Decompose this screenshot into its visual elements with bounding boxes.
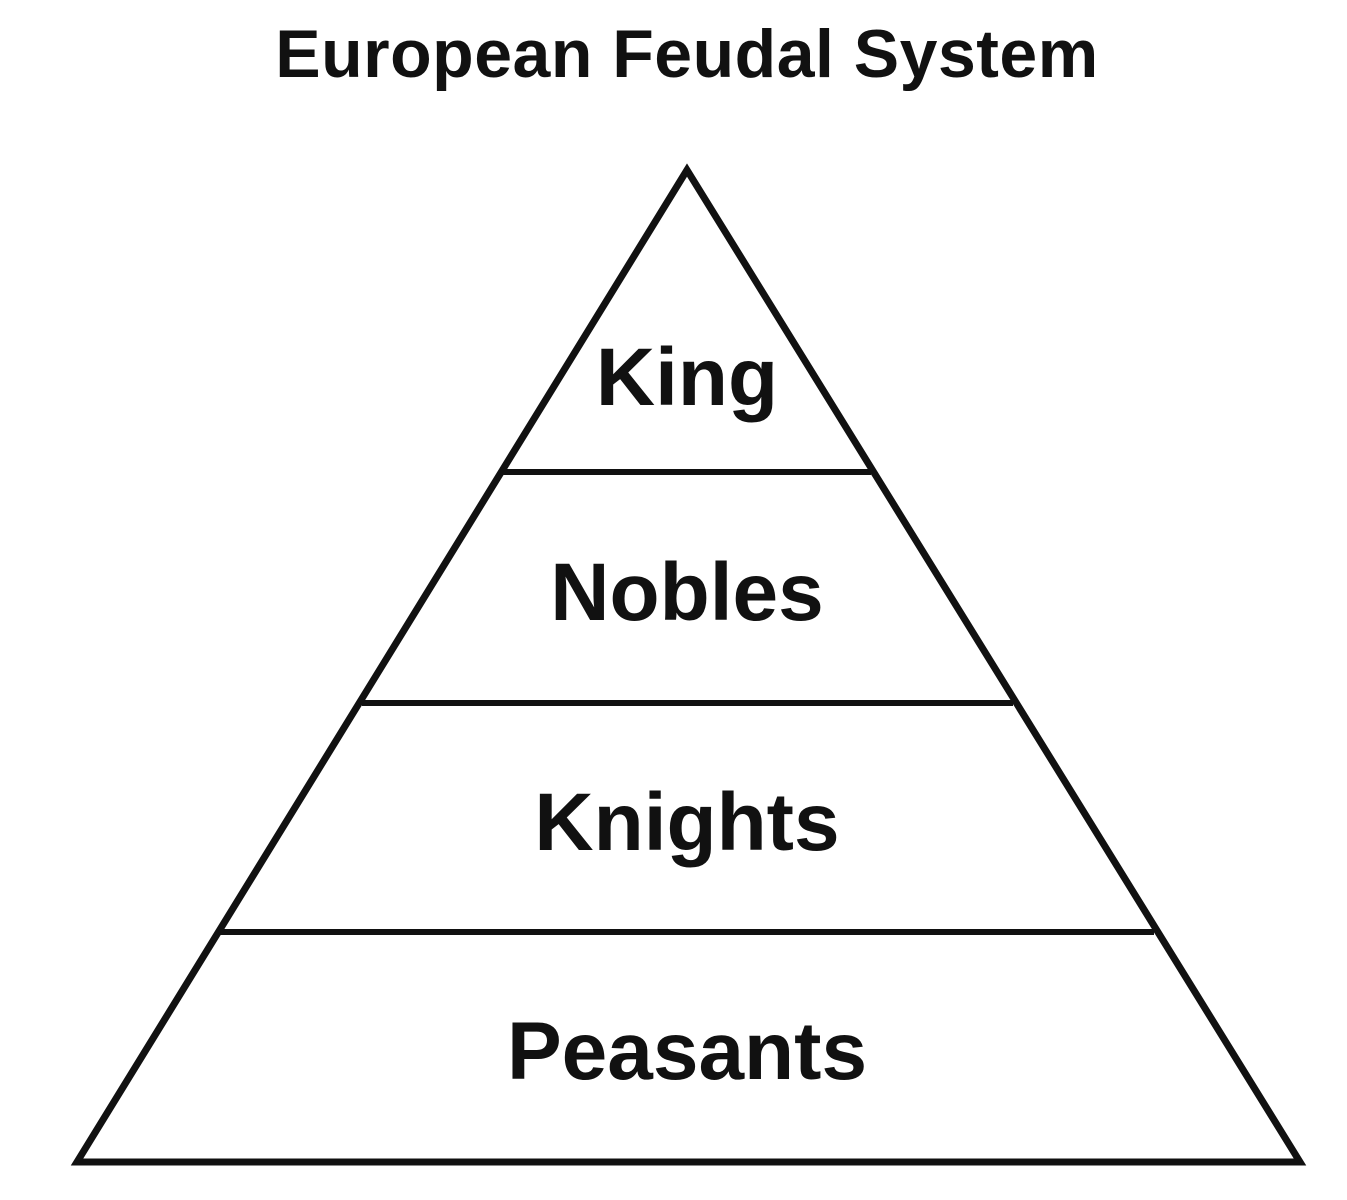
- tier-label-nobles: Nobles: [550, 547, 823, 638]
- tier-label-knights: Knights: [534, 777, 839, 868]
- tier-label-peasants: Peasants: [507, 1006, 867, 1097]
- pyramid-outline: [70, 163, 1307, 1166]
- tier-label-king: King: [596, 332, 778, 423]
- diagram-title: European Feudal System: [275, 16, 1099, 92]
